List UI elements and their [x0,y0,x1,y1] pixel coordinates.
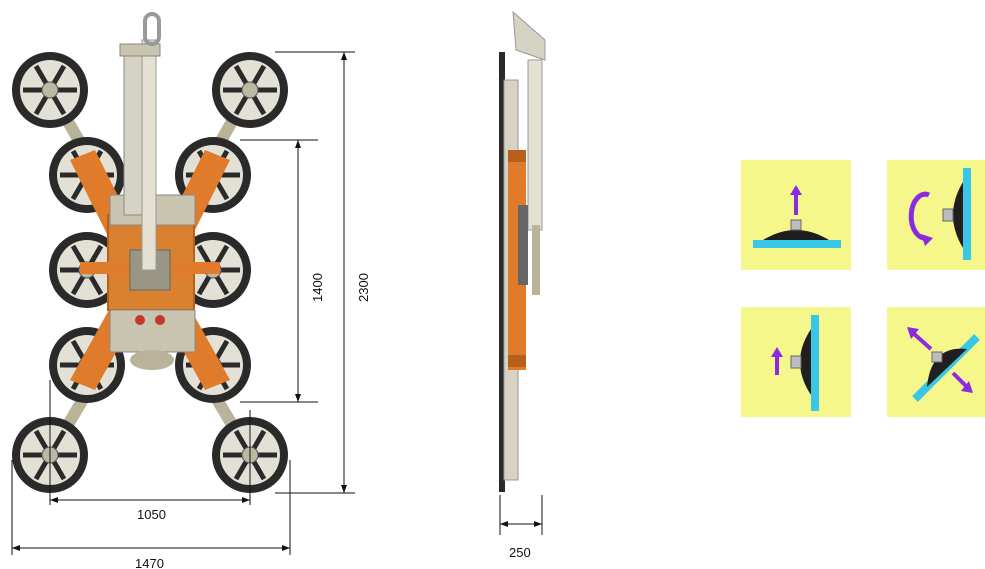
dimension-1470 [11,460,291,555]
dimension-label-2300: 2300 [356,273,371,302]
dimension-1400 [240,139,318,403]
dimension-label-250: 250 [509,545,531,560]
dimension-label-1050: 1050 [137,507,166,522]
dimension-2300 [275,51,355,494]
lift-horizontal-icon [741,160,851,270]
rotate-vertical-icon [887,160,985,270]
side-view: 250 [499,10,546,560]
dimension-label-1470: 1470 [135,556,164,569]
front-view: 1050 1470 1400 2300 [0,12,371,569]
dimension-1050 [49,380,251,505]
lift-cylinder [119,12,161,271]
tilt-diagonal-icon [887,307,985,417]
side-profile [499,10,546,492]
lift-vertical-icon [741,307,851,417]
dimension-label-1400: 1400 [310,273,325,302]
dimension-250 [499,495,543,535]
